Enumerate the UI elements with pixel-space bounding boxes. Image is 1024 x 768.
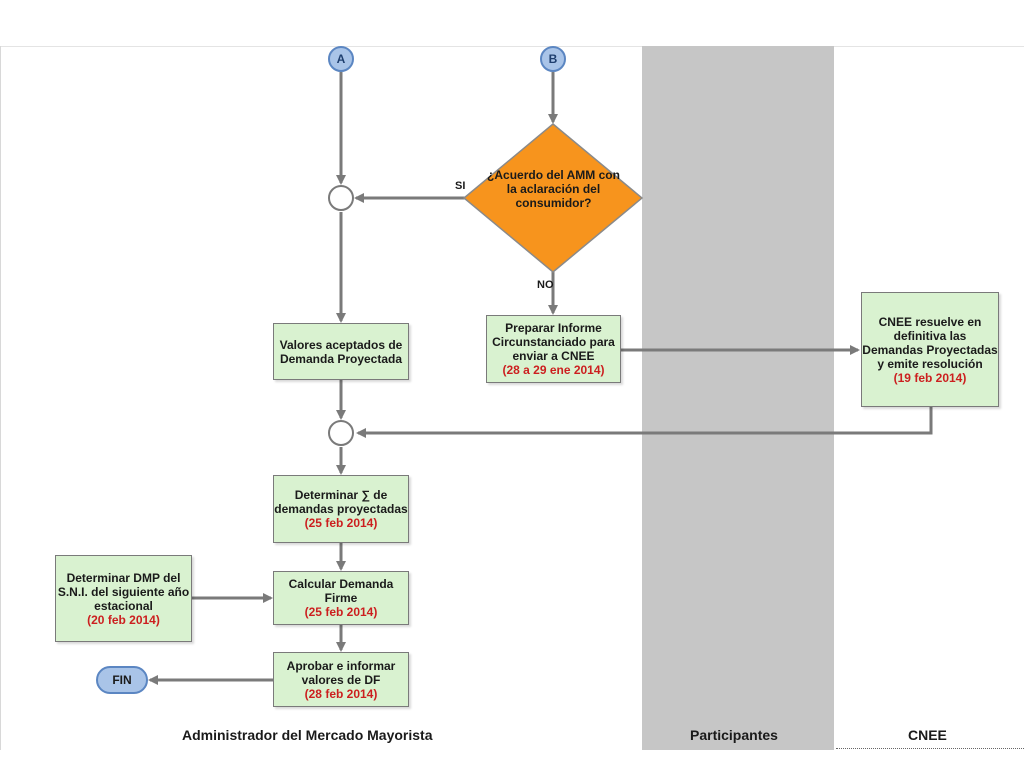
connector-b-label: B	[548, 52, 558, 66]
decision-diamond	[462, 123, 644, 273]
box-preparar-informe: Preparar Informe Circunstanciado para en…	[486, 315, 621, 383]
junction-1	[328, 185, 354, 211]
terminator-fin: FIN	[96, 666, 148, 694]
box-dmp-text: Determinar DMP del S.N.I. del siguiente …	[57, 570, 190, 613]
connector-a-label: A	[336, 52, 346, 66]
box-dmp-date: (20 feb 2014)	[87, 612, 160, 627]
box-aprobar-informar: Aprobar e informar valores de DF (28 feb…	[273, 652, 409, 707]
box-preparar-text: Preparar Informe Circunstanciado para en…	[492, 321, 615, 363]
box-cnee-text: CNEE resuelve en definitiva las Demandas…	[862, 314, 998, 371]
box-determinar-suma: Determinar ∑ de demandas proyectadas (25…	[273, 475, 409, 543]
box-valores-aceptados: Valores aceptados de Demanda Proyectada	[273, 323, 409, 380]
lane-participantes-background	[642, 46, 834, 750]
box-determinar-date: (25 feb 2014)	[304, 516, 378, 530]
box-aprobar-text: Aprobar e informar valores de DF	[286, 658, 396, 687]
connector-b: B	[540, 46, 566, 72]
box-calcular-date: (25 feb 2014)	[304, 605, 378, 619]
box-aprobar-date: (28 feb 2014)	[304, 686, 378, 701]
box-cnee-resuelve: CNEE resuelve en definitiva las Demandas…	[861, 292, 999, 407]
dotted-border	[836, 748, 1024, 749]
label-no: NO	[537, 279, 554, 291]
left-border	[0, 46, 1, 750]
arrow-cnee-to-junction2	[356, 407, 933, 438]
top-border	[0, 46, 1024, 47]
box-calcular-text: Calcular Demanda Firme	[288, 577, 394, 605]
box-preparar-date: (28 a 29 ene 2014)	[502, 363, 605, 377]
box-cnee-date: (19 feb 2014)	[893, 370, 967, 385]
box-calcular-demanda: Calcular Demanda Firme (25 feb 2014)	[273, 571, 409, 625]
lane-title-cnee: CNEE	[908, 727, 947, 743]
box-determinar-text: Determinar ∑ de demandas proyectadas	[274, 488, 408, 516]
junction-2	[328, 420, 354, 446]
lane-title-participantes: Participantes	[690, 727, 778, 743]
decision-text: ¿Acuerdo del AMM con la aclaración del c…	[487, 168, 620, 210]
lane-title-amm: Administrador del Mercado Mayorista	[182, 727, 433, 743]
box-valores-text: Valores aceptados de Demanda Proyectada	[279, 337, 403, 366]
label-si: SI	[455, 180, 466, 192]
connector-a: A	[328, 46, 354, 72]
box-determinar-dmp: Determinar DMP del S.N.I. del siguiente …	[55, 555, 192, 642]
fin-label: FIN	[112, 673, 132, 687]
